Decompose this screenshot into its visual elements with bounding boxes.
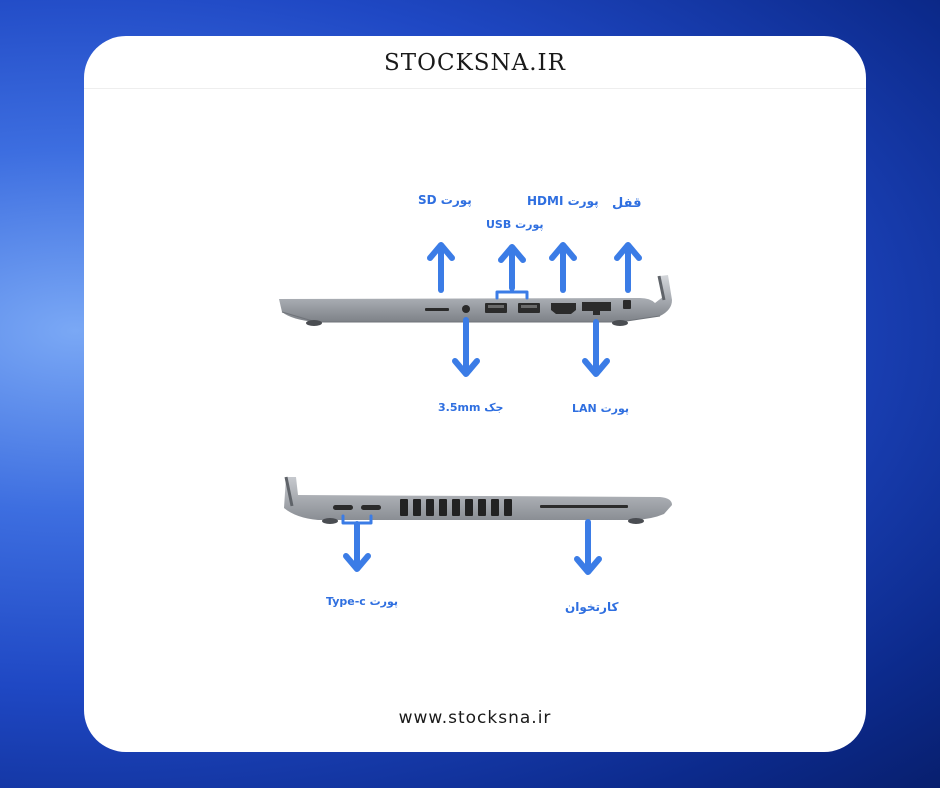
air-vents	[400, 499, 512, 516]
arrow-up-icon	[614, 242, 642, 293]
label-hdmi-port: پورت HDMI	[527, 194, 599, 208]
arrow-down-icon	[574, 519, 602, 575]
lan-port-shape	[582, 302, 611, 315]
laptop-side-view-right	[284, 476, 672, 524]
website-url: www.stocksna.ir	[398, 708, 552, 728]
label-lan-port: پورت LAN	[572, 402, 629, 415]
hdmi-port-shape	[551, 303, 576, 314]
content-card: STOCKSNA.IR www.stocksna.ir	[84, 36, 866, 752]
arrows	[341, 242, 642, 575]
label-lock: قفل	[612, 196, 642, 211]
arrow-down-icon	[343, 521, 371, 572]
usb-bracket	[495, 290, 529, 300]
label-audio-jack: جک 3.5mm	[438, 401, 504, 414]
lock-slot-shape	[623, 300, 631, 309]
label-typec-port: پورت Type-c	[326, 595, 399, 608]
laptop-side-view-left	[279, 275, 672, 326]
arrow-up-icon	[549, 242, 577, 293]
sd-slot-shape	[425, 308, 449, 311]
arrow-down-icon	[452, 317, 480, 377]
card-reader-slot-shape	[540, 505, 628, 508]
label-usb-port: پورت USB	[486, 218, 544, 231]
header-divider	[84, 88, 866, 89]
typec-port-shape	[333, 505, 353, 510]
label-sd-port: پورت SD	[418, 193, 472, 207]
arrow-down-icon	[582, 319, 610, 377]
audio-jack-shape	[462, 305, 470, 313]
brand-title: STOCKSNA.IR	[384, 50, 566, 76]
arrow-up-icon	[427, 242, 455, 293]
arrow-up-icon	[498, 244, 526, 291]
typec-port-shape-2	[361, 505, 381, 510]
label-card-reader: کارتخوان	[565, 600, 619, 614]
